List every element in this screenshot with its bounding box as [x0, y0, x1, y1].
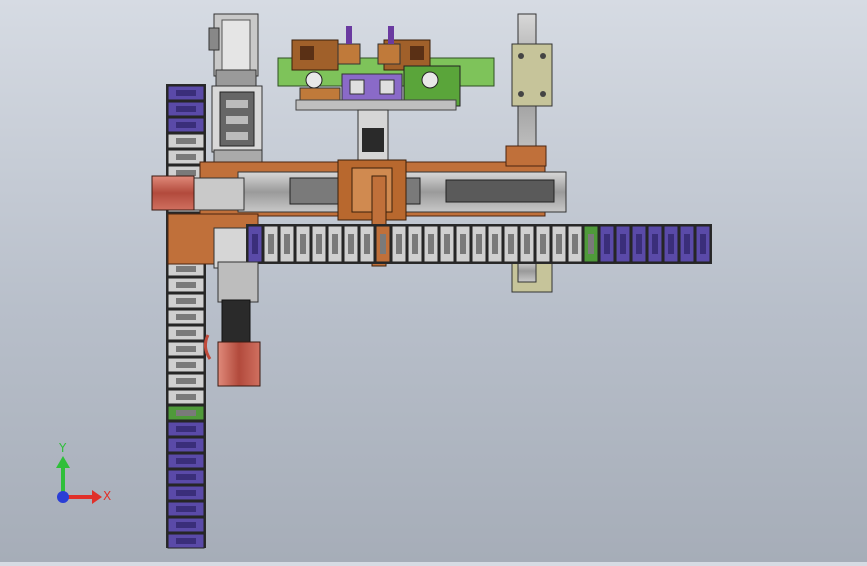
chain-link	[503, 225, 519, 263]
chain-link	[663, 225, 679, 263]
chain-link	[167, 501, 205, 517]
chain-link	[167, 405, 205, 421]
chain-link	[167, 293, 205, 309]
horizontal-linear-module	[151, 145, 567, 267]
chain-link	[167, 101, 205, 117]
chain-link	[167, 325, 205, 341]
chain-link	[583, 225, 599, 263]
y-axis-label: Y	[58, 441, 67, 455]
vertical-servo-motor	[203, 261, 261, 387]
chain-link	[167, 357, 205, 373]
chain-link	[519, 225, 535, 263]
chain-link	[647, 225, 663, 263]
chain-link	[487, 225, 503, 263]
chain-link	[167, 453, 205, 469]
chain-link	[439, 225, 455, 263]
right-vertical-rail	[511, 13, 553, 293]
chain-link	[167, 341, 205, 357]
gripper-assembly	[277, 26, 495, 161]
chain-link	[167, 261, 205, 277]
chain-link	[247, 225, 263, 263]
chain-link	[567, 225, 583, 263]
chain-link	[455, 225, 471, 263]
z-axis-dot	[57, 491, 69, 503]
chain-link	[167, 117, 205, 133]
vertical-linear-module	[208, 13, 263, 163]
chain-link	[615, 225, 631, 263]
chain-link	[359, 225, 375, 263]
vertical-cable-chain	[166, 84, 206, 549]
chain-link	[695, 225, 711, 263]
chain-link	[167, 437, 205, 453]
chain-link	[167, 485, 205, 501]
chain-link	[167, 389, 205, 405]
coordinate-triad[interactable]: Y X	[56, 441, 111, 504]
chain-link	[407, 225, 423, 263]
chain-link	[167, 373, 205, 389]
lower-frame	[167, 213, 259, 269]
chain-link	[679, 225, 695, 263]
chain-link	[167, 309, 205, 325]
horizontal-cable-chain	[246, 224, 712, 264]
chain-link	[375, 225, 391, 263]
chain-link	[551, 225, 567, 263]
chain-link	[263, 225, 279, 263]
chain-link	[295, 225, 311, 263]
chain-link	[167, 533, 205, 549]
chain-link	[167, 517, 205, 533]
chain-link	[423, 225, 439, 263]
chain-link	[167, 133, 205, 149]
chain-link	[167, 421, 205, 437]
y-axis-head	[56, 456, 70, 468]
chain-link	[327, 225, 343, 263]
chain-link	[391, 225, 407, 263]
x-axis-label: X	[103, 489, 111, 503]
chain-link	[167, 469, 205, 485]
chain-link	[279, 225, 295, 263]
chain-link	[631, 225, 647, 263]
chain-link	[535, 225, 551, 263]
chain-link	[167, 149, 205, 165]
x-axis-head	[92, 490, 102, 504]
chain-link	[343, 225, 359, 263]
chain-link	[471, 225, 487, 263]
chain-link	[311, 225, 327, 263]
chain-link	[167, 85, 205, 101]
chain-link	[599, 225, 615, 263]
chain-link	[167, 277, 205, 293]
